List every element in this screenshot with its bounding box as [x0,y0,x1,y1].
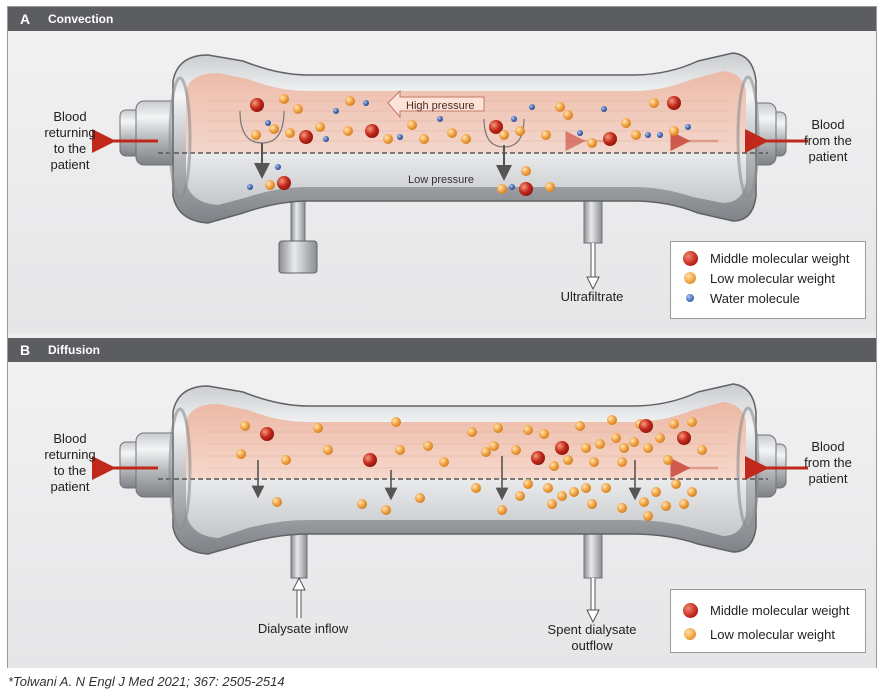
panel-b-header: B Diffusion [8,338,876,362]
blood-from-patient-label-b: Blood from the patient [804,439,852,486]
legend-b-middle-label: Middle molecular weight [710,602,850,618]
middle-molecule-icon [683,602,698,618]
diffusion-filter-illustration [92,383,808,624]
water-molecule-icon [686,294,694,302]
low-molecule-icon [684,272,696,284]
legend-b-low: Low molecular weight [683,622,853,646]
molecules-b [236,415,707,521]
middle-molecule-icon [683,250,698,266]
legend-a-low-label: Low molecular weight [710,270,836,286]
panel-diffusion: B Diffusion [8,338,876,668]
legend-a-water-label: Water molecule [710,290,800,306]
legend-b-low-label: Low molecular weight [710,626,836,642]
panel-a-title: Convection [48,12,114,26]
ultrafiltrate-label: Ultrafiltrate [560,289,624,304]
legend-b: Middle molecular weight Low molecular we… [670,589,866,653]
blood-from-patient-label-a: Blood from the patient [804,117,852,164]
panel-convection: A Convection [8,7,876,333]
dialysate-inflow-label: Dialysate inflow [257,621,349,636]
legend-a-water: Water molecule [683,288,853,308]
molecules-a [247,94,691,196]
legend-a: Middle molecular weight Low molecular we… [670,241,866,319]
panel-a-header: A Convection [8,7,876,31]
low-pressure-label: Low pressure [408,174,474,186]
low-molecule-icon [684,628,696,640]
citation: *Tolwani A. N Engl J Med 2021; 367: 2505… [8,674,285,689]
panel-a-letter: A [20,11,31,27]
spent-dialysate-outflow-label: Spent dialysate outflow [547,622,637,653]
panel-b-letter: B [20,342,31,358]
legend-a-middle: Middle molecular weight [683,248,853,268]
figure-frame: A Convection [7,6,877,668]
legend-a-low: Low molecular weight [683,268,853,288]
blood-returning-label-a: Blood returning to the patient [44,109,96,172]
panel-b-title: Diffusion [48,343,100,357]
high-pressure-label: High pressure [406,100,474,112]
blood-returning-label-b: Blood returning to the patient [44,431,96,494]
legend-a-middle-label: Middle molecular weight [710,250,850,266]
convection-filter-illustration: High pressure Low pressure [92,52,808,291]
high-pressure-arrow [387,89,485,119]
legend-b-middle: Middle molecular weight [683,598,853,622]
